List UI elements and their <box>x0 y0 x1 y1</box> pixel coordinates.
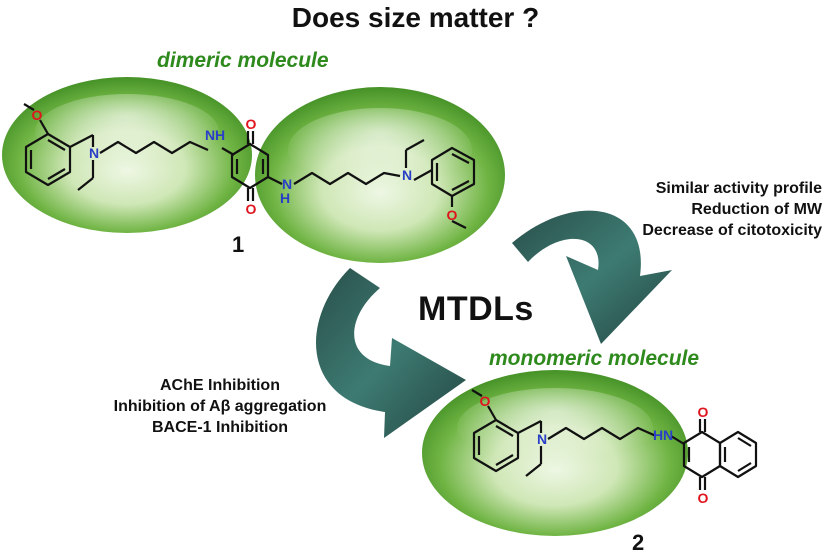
activity-item: BACE-1 Inhibition <box>152 419 288 436</box>
benefit-list: Similar activity profile Reduction of MW… <box>600 178 822 241</box>
monomer-structure <box>471 389 758 490</box>
activity-item: AChE Inhibition <box>160 377 280 394</box>
dimer-left-amine-nitrogen: N <box>205 127 215 143</box>
monomer-ellipse-shine <box>457 388 653 468</box>
activity-list: AChE Inhibition Inhibition of Aβ aggrega… <box>95 375 345 438</box>
dimer-left-nitrogen: N <box>89 145 99 161</box>
right-curved-arrow <box>512 210 672 344</box>
center-label: MTDLs <box>418 290 534 328</box>
monomer-methoxy-oxygen: O <box>480 393 491 409</box>
dimer-compound-number: 1 <box>232 232 245 257</box>
monomer-nitrogen: N <box>537 431 547 447</box>
monomer-compound-number: 2 <box>632 530 645 555</box>
dimer-right-amine-hydrogen: H <box>280 190 290 206</box>
left-curved-arrow <box>316 268 466 438</box>
monomer-bottom-carbonyl-oxygen: O <box>698 490 709 506</box>
dimer-top-carbonyl-oxygen: O <box>246 116 257 132</box>
benefit-item: Decrease of citotoxicity <box>642 222 822 239</box>
benefit-item: Similar activity profile <box>655 180 822 197</box>
figure-title: Does size matter ? <box>291 2 540 33</box>
dimer-structure <box>23 103 476 229</box>
dimer-methoxy-oxygen: O <box>32 107 43 123</box>
dimer-right-methoxy-oxygen: O <box>447 207 458 223</box>
dimer-right-amine-nitrogen: N <box>282 176 292 192</box>
monomer-amine-hydrogen: H <box>653 427 663 443</box>
dimer-label: dimeric molecule <box>157 49 329 72</box>
dimer-left-amine-hydrogen: H <box>215 127 225 143</box>
dimer-left-ellipse-shine <box>35 94 219 170</box>
activity-item: Inhibition of Aβ aggregation <box>113 398 327 415</box>
monomer-amine-nitrogen: N <box>663 427 673 443</box>
monomer-top-carbonyl-oxygen: O <box>698 404 709 420</box>
dimer-quinone-ring <box>230 142 270 190</box>
dimer-bottom-carbonyl-oxygen: O <box>246 201 257 217</box>
benefit-item: Reduction of MW <box>691 201 822 218</box>
monomer-fused-benzene-ring <box>718 430 758 479</box>
monomer-label: monomeric molecule <box>489 347 700 370</box>
dimer-right-nitrogen: N <box>402 167 412 183</box>
dimer-right-ellipse-shine <box>288 108 472 192</box>
